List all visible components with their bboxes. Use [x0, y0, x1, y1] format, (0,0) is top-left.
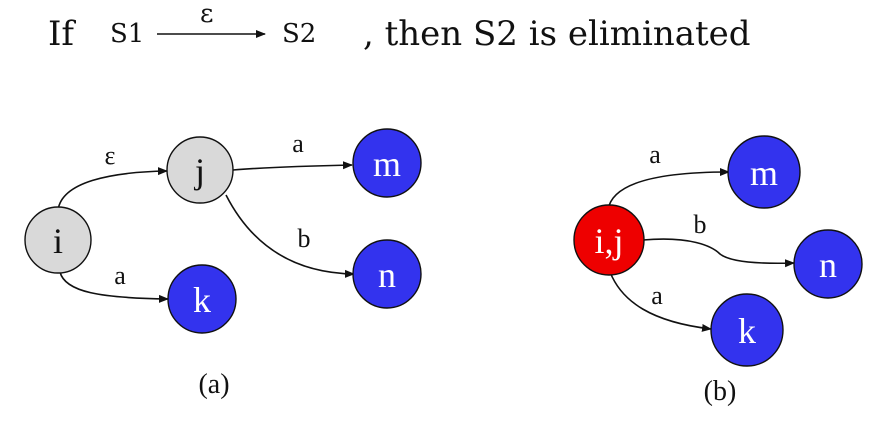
edge-label-ij-n: b — [694, 210, 707, 239]
node-n: n — [352, 239, 422, 309]
edge-label-ij-k: a — [651, 281, 663, 310]
svg-text:i,j: i,j — [594, 221, 623, 261]
edge-j-m — [232, 161, 353, 171]
svg-text:j: j — [193, 151, 205, 191]
svg-text:n: n — [378, 255, 396, 295]
epsilon-symbol: ε — [200, 0, 213, 29]
node-m: m — [727, 135, 801, 209]
state-s2: S2 — [282, 19, 316, 49]
caption-b: (b) — [704, 376, 737, 407]
node-k: k — [710, 293, 784, 367]
edge-label-ij-m: a — [649, 140, 661, 169]
svg-text:k: k — [193, 280, 211, 320]
node-k: k — [167, 264, 237, 334]
edge-ij-n — [642, 238, 795, 268]
edge-label-j-n: b — [298, 224, 311, 253]
svg-text:i: i — [53, 221, 63, 261]
rule-conclusion: , then S2 is eliminated — [363, 14, 751, 54]
state-s1: S1 — [110, 19, 144, 49]
node-n: n — [793, 229, 863, 299]
node-ij: i,j — [573, 204, 645, 276]
rule-statement: If S1 ε S2 , then S2 is eliminated — [48, 0, 751, 54]
diagram-a: ε a b a i j m n k (a) — [24, 128, 422, 400]
edge-ij-k — [609, 271, 712, 332]
diagram-b: a b a i,j m n k (b) — [573, 135, 863, 407]
edge-label-i-j: ε — [105, 141, 116, 170]
edge-label-i-k: a — [114, 261, 126, 290]
svg-text:n: n — [819, 245, 837, 285]
caption-a: (a) — [198, 369, 229, 400]
edge-i-k — [59, 271, 169, 303]
edge-label-j-m: a — [292, 129, 304, 158]
edge-j-n — [225, 194, 355, 278]
if-word: If — [48, 14, 76, 54]
node-i: i — [24, 206, 92, 274]
edge-ij-m — [607, 168, 730, 211]
svg-text:k: k — [738, 311, 756, 351]
edge-i-j — [57, 167, 168, 211]
node-m: m — [352, 128, 422, 198]
svg-text:m: m — [750, 153, 778, 193]
svg-text:m: m — [373, 144, 401, 184]
node-j: j — [166, 136, 234, 204]
